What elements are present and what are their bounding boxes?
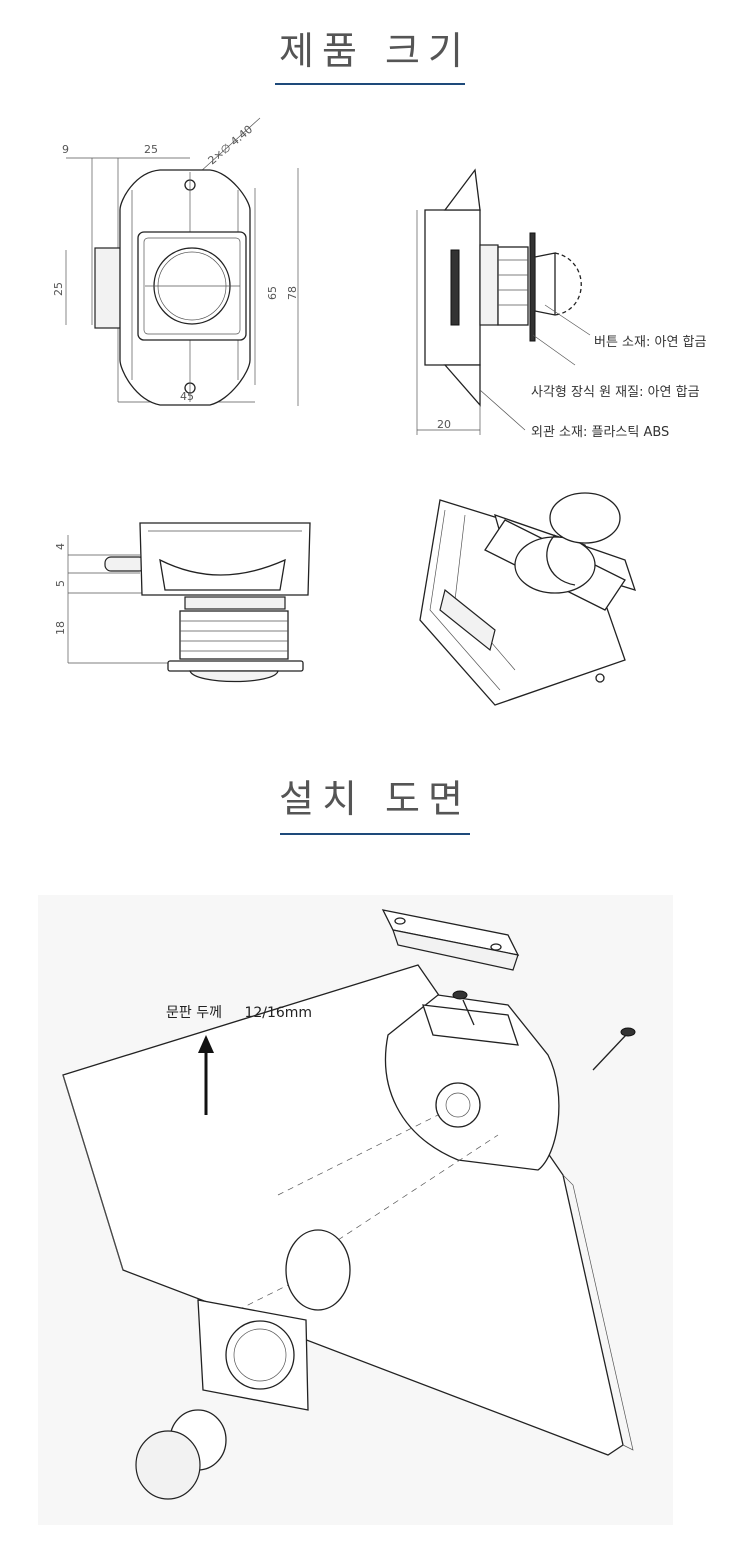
title-underline-2: [280, 833, 470, 835]
dim-45: 45: [180, 390, 194, 403]
door-thickness-value: 12/16mm: [244, 1005, 313, 1021]
bottom-view-drawing: 4 5 18: [54, 522, 311, 683]
isometric-view-drawing: [419, 492, 637, 706]
door-thickness-label: 문판 두께 12/16mm: [166, 1002, 312, 1022]
callout-decor-material: 사각형 장식 원 재질: 아연 합금: [531, 385, 700, 400]
dim-78: 78: [286, 286, 299, 300]
product-size-title: 제품 크기: [279, 29, 471, 73]
callout-shell-material: 외관 소재: 플라스틱 ABS: [531, 425, 670, 440]
callout-button-material: 버튼 소재: 아연 합금: [594, 335, 707, 350]
door-thickness-text: 문판 두께: [166, 1005, 222, 1021]
side-view-drawing: 20: [416, 168, 591, 435]
dim-25-side: 25: [52, 282, 65, 296]
dim-9: 9: [62, 143, 69, 156]
dim-65: 65: [266, 286, 279, 300]
front-view-drawing: 9 25 2×∅ 4.40 25 65 78 45: [52, 117, 299, 406]
dim-25-top: 25: [144, 143, 158, 156]
dim-20: 20: [437, 418, 451, 431]
installation-title: 설치 도면: [279, 777, 471, 821]
dim-5: 5: [54, 580, 67, 587]
dim-hole: 2×∅ 4.40: [206, 123, 256, 168]
installation-drawing: [62, 909, 636, 1500]
dim-18: 18: [54, 621, 67, 635]
dim-4: 4: [54, 543, 67, 550]
title-underline: [275, 83, 465, 85]
